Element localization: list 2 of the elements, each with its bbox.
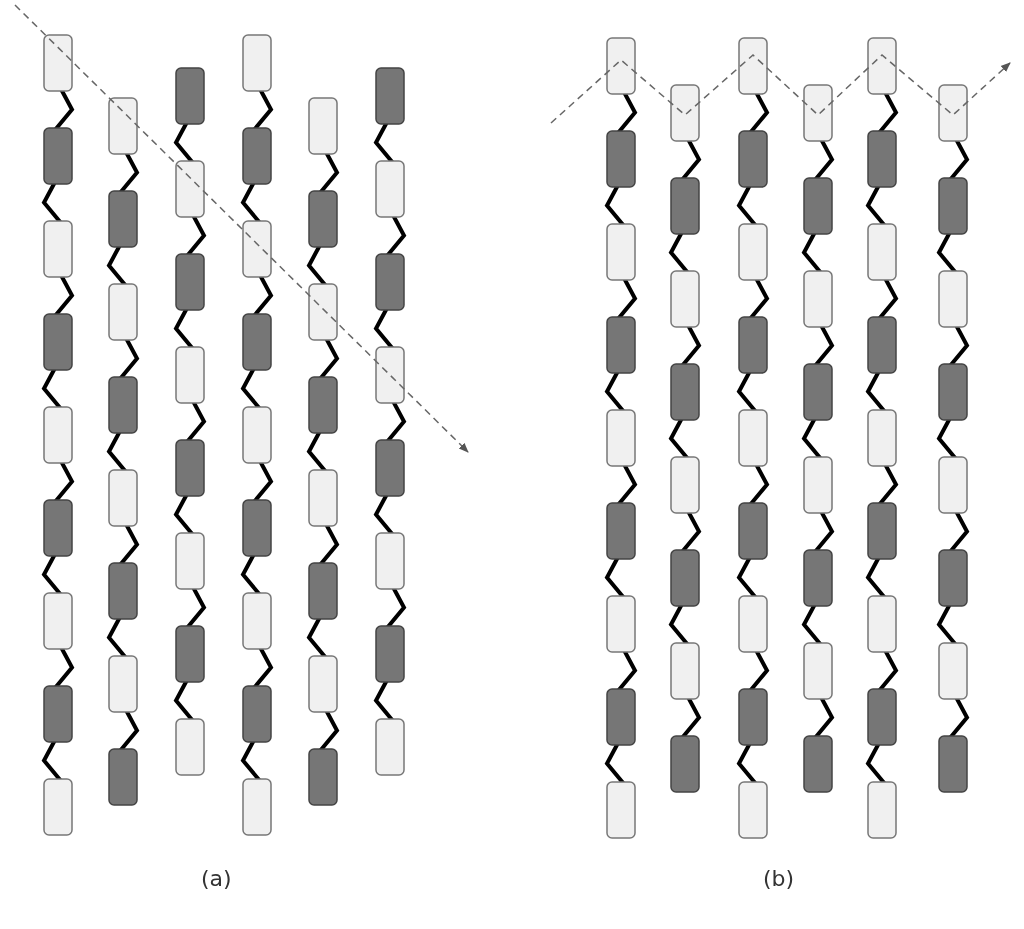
panel-label: (a) [201,866,232,891]
panel-label: (b) [763,866,795,891]
